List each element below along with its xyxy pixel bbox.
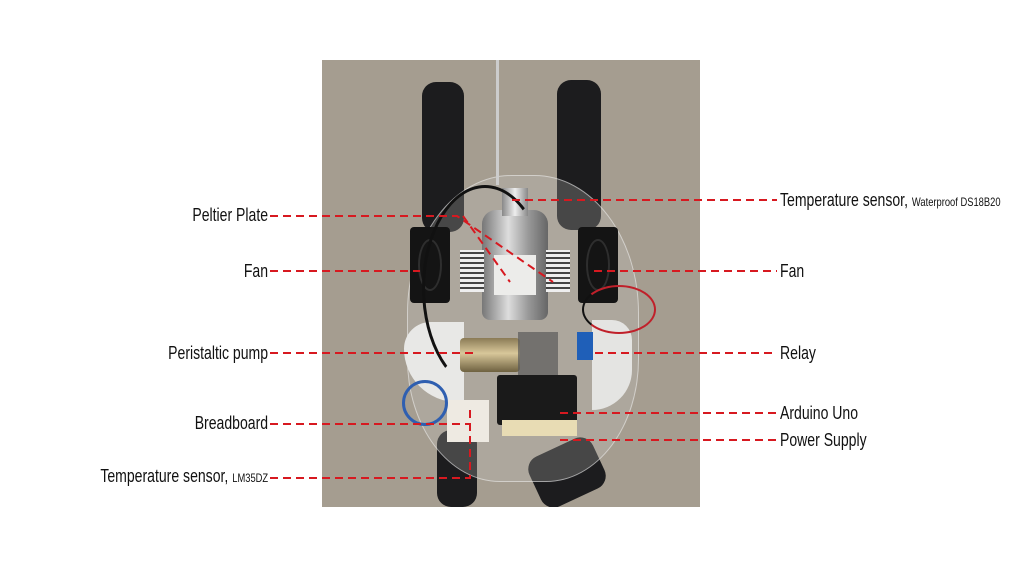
device-photo (322, 60, 700, 507)
breadboard (447, 400, 489, 442)
label-peristaltic-pump: Peristaltic pump (168, 343, 268, 363)
usb-cable (402, 380, 448, 426)
leader-lm35 (270, 410, 471, 479)
label-ds18-main: Temperature sensor, (780, 190, 908, 210)
label-arduino-uno: Arduino Uno (780, 403, 859, 423)
label-temp-sensor-lm35: Temperature sensor, LM35DZ (100, 466, 268, 488)
label-breadboard: Breadboard (194, 413, 268, 433)
label-peltier-plate: Peltier Plate (192, 205, 268, 225)
label-fan-left: Fan (243, 261, 268, 281)
power-supply (502, 420, 577, 436)
heatsink-right (546, 250, 570, 292)
label-power-supply: Power Supply (780, 430, 867, 450)
black-cable (422, 185, 548, 391)
label-temp-sensor-ds18b20: Temperature sensor, Waterproof DS18B20 (780, 190, 1001, 212)
hanging-cable (496, 60, 499, 185)
leader-peltier (270, 215, 554, 283)
red-wires (582, 285, 656, 334)
label-lm35-main: Temperature sensor, (100, 466, 229, 486)
label-fan-right: Fan (780, 261, 805, 281)
relay-module (577, 332, 593, 360)
arduino-board (497, 375, 577, 425)
label-ds18-sub: Waterproof DS18B20 (911, 195, 1001, 209)
label-relay: Relay (780, 343, 816, 363)
label-lm35-sub: LM35DZ (232, 471, 268, 485)
